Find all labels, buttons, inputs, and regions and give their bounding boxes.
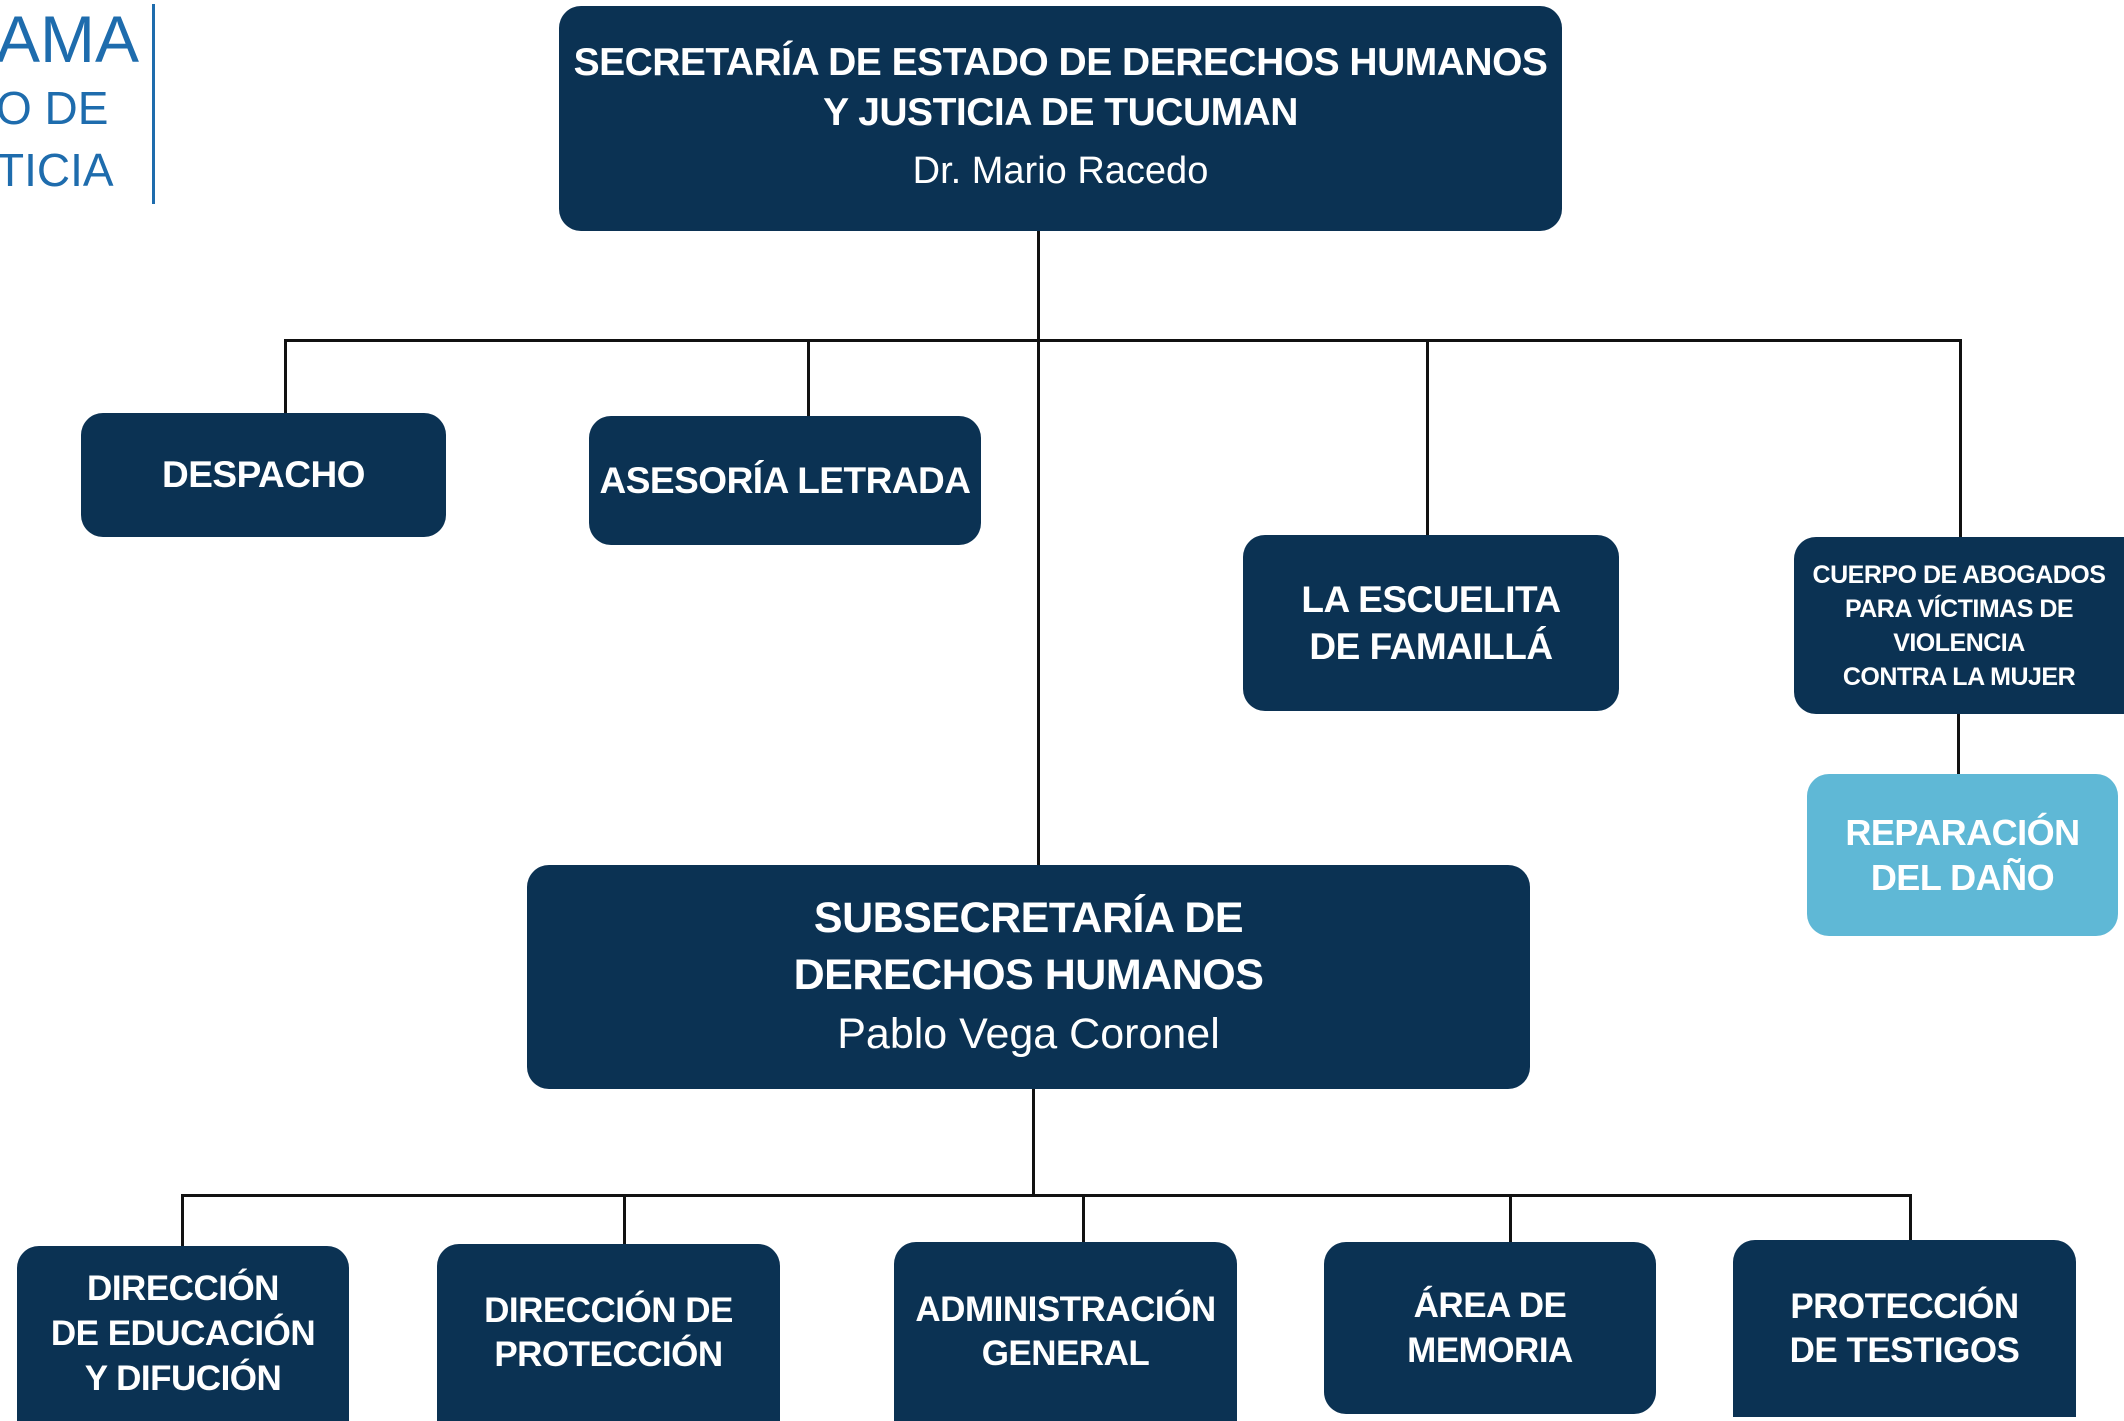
educacion-label-line-2: DE EDUCACIÓN (50, 1314, 316, 1353)
subsecretaria-title-line-2: DERECHOS HUMANOS (793, 951, 1264, 999)
brand-line-2: O DE (0, 82, 109, 134)
secretaria-person: Dr. Mario Racedo (912, 149, 1209, 192)
administracion-label-line-2: GENERAL (981, 1333, 1150, 1373)
subsecretaria-title-line-1: SUBSECRETARÍA DE (813, 894, 1244, 942)
testigos-label-line-1: PROTECCIÓN (1790, 1286, 2019, 1326)
direccion-proteccion-node: DIRECCIÓN DE PROTECCIÓN (437, 1244, 780, 1421)
connector-cuerpo (1959, 339, 1962, 538)
connector-testigos (1909, 1194, 1912, 1240)
reparacion-label-line-2: DEL DAÑO (1870, 857, 2055, 898)
connector-despacho (284, 339, 287, 413)
cuerpo-label-line-1: CUERPO DE ABOGADOS (1812, 560, 2106, 589)
memoria-label-line-1: ÁREA DE (1413, 1286, 1567, 1325)
asesoria-letrada-node: ASESORÍA LETRADA (589, 416, 981, 545)
connector-top-trunk (1037, 230, 1040, 865)
area-memoria-node: ÁREA DE MEMORIA (1324, 1242, 1656, 1414)
cuerpo-label-line-2: PARA VÍCTIMAS DE (1844, 594, 2074, 623)
secretaria-node: SECRETARÍA DE ESTADO DE DERECHOS HUMANOS… (559, 6, 1562, 231)
connector-reparacion (1957, 712, 1960, 774)
escuelita-node: LA ESCUELITA DE FAMAILLÁ (1243, 535, 1619, 711)
cuerpo-abogados-node: CUERPO DE ABOGADOS PARA VÍCTIMAS DE VIOL… (1794, 537, 2124, 714)
connector-top-bus (284, 339, 1962, 342)
connector-proteccion (623, 1194, 626, 1244)
memoria-label-line-2: MEMORIA (1407, 1331, 1573, 1370)
connector-sub-trunk (1032, 1087, 1035, 1197)
brand-line-3: TICIA (0, 144, 114, 196)
direccion-educacion-node: DIRECCIÓN DE EDUCACIÓN Y DIFUCIÓN (17, 1246, 349, 1421)
reparacion-dano-node: REPARACIÓN DEL DAÑO (1807, 774, 2118, 936)
secretaria-title-line-1: SECRETARÍA DE ESTADO DE DERECHOS HUMANOS (573, 40, 1548, 84)
proteccion-label-line-1: DIRECCIÓN DE (484, 1290, 733, 1330)
brand-divider (152, 4, 155, 204)
administracion-general-node: ADMINISTRACIÓN GENERAL (894, 1242, 1237, 1421)
escuelita-label-line-1: LA ESCUELITA (1301, 579, 1561, 620)
connector-asesoria (807, 339, 810, 417)
connector-educacion (181, 1194, 184, 1246)
connector-escuelita (1426, 339, 1429, 535)
despacho-label: DESPACHO (162, 454, 365, 495)
subsecretaria-person: Pablo Vega Coronel (837, 1010, 1220, 1058)
connector-administracion (1082, 1194, 1085, 1242)
reparacion-label-line-1: REPARACIÓN (1845, 812, 2080, 853)
educacion-label-line-1: DIRECCIÓN (87, 1269, 279, 1308)
cuerpo-label-line-3: VIOLENCIA (1893, 628, 2025, 657)
educacion-label-line-3: Y DIFUCIÓN (84, 1359, 282, 1398)
cuerpo-label-line-4: CONTRA LA MUJER (1842, 662, 2076, 691)
connector-bottom-bus (181, 1194, 1912, 1197)
administracion-label-line-1: ADMINISTRACIÓN (915, 1289, 1216, 1329)
despacho-node: DESPACHO (81, 413, 446, 537)
proteccion-testigos-node: PROTECCIÓN DE TESTIGOS (1733, 1240, 2076, 1417)
connector-memoria (1509, 1194, 1512, 1242)
escuelita-label-line-2: DE FAMAILLÁ (1309, 626, 1553, 667)
proteccion-label-line-2: PROTECCIÓN (494, 1334, 723, 1374)
secretaria-title-line-2: Y JUSTICIA DE TUCUMAN (823, 90, 1298, 134)
brand-line-1: AMA (0, 2, 140, 76)
asesoria-letrada-label: ASESORÍA LETRADA (599, 459, 971, 501)
testigos-label-line-2: DE TESTIGOS (1789, 1330, 2020, 1370)
subsecretaria-node: SUBSECRETARÍA DE DERECHOS HUMANOS Pablo … (527, 865, 1530, 1089)
